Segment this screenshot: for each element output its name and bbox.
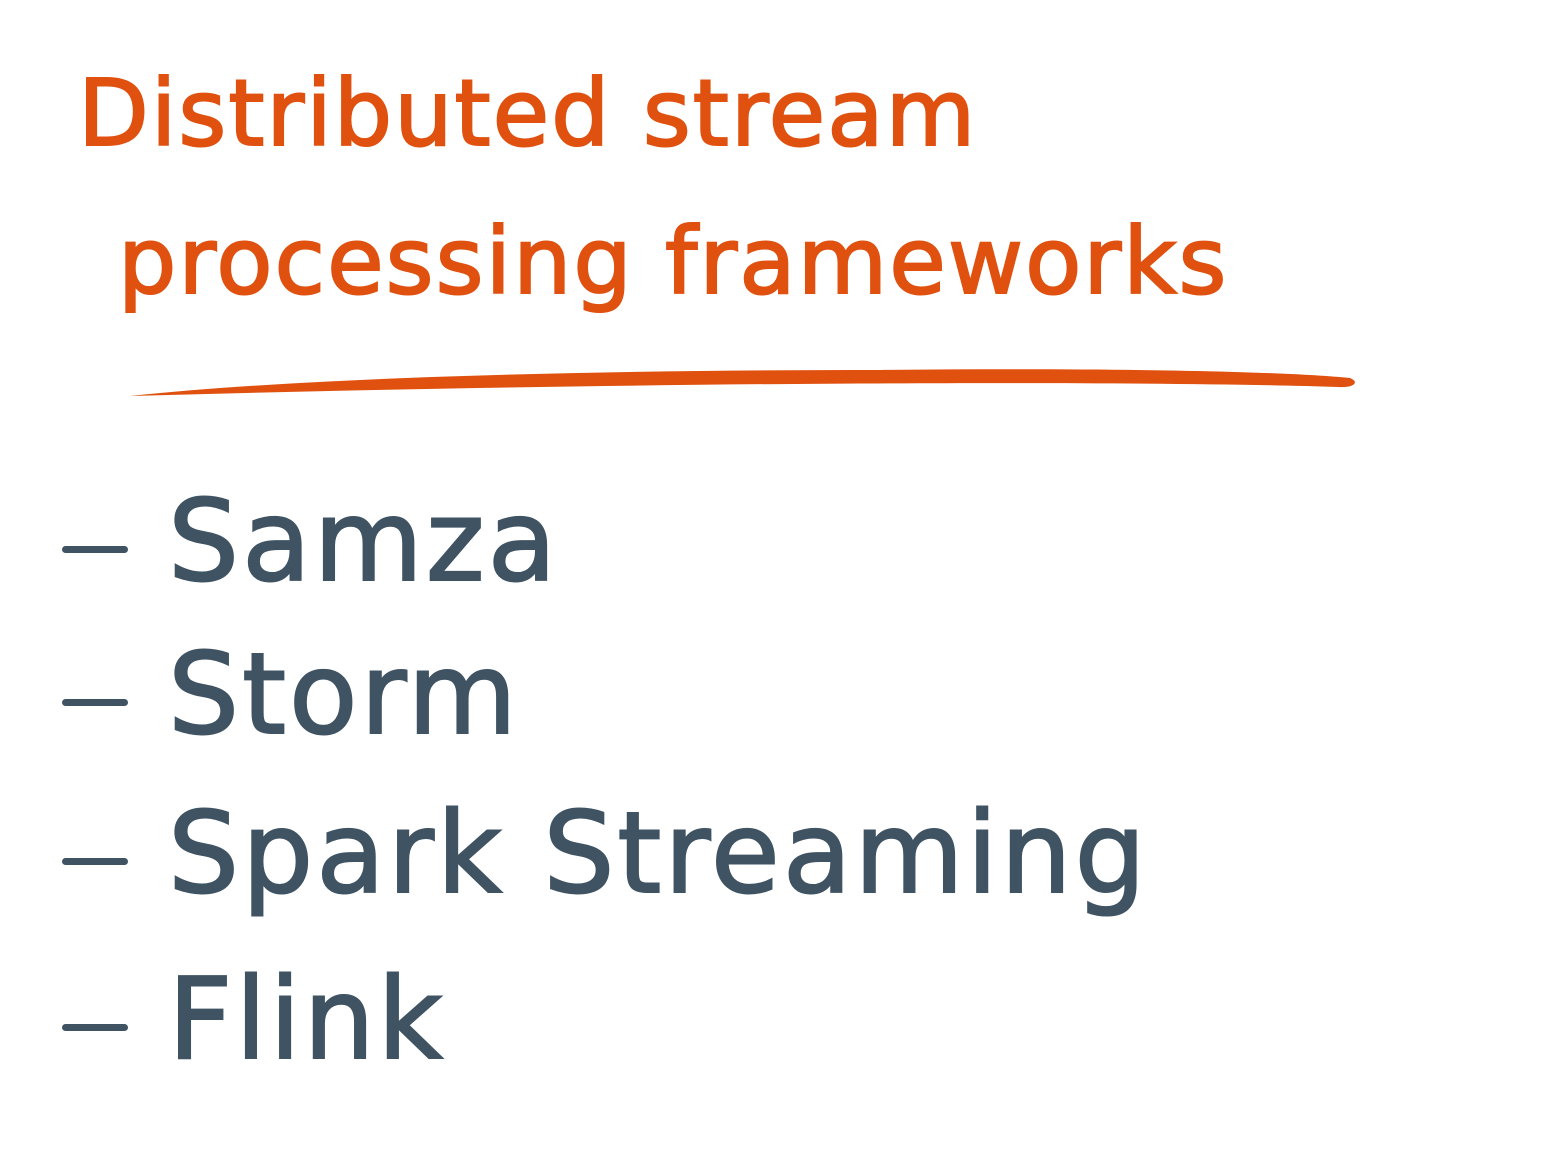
framework-list: Samza Storm Spark Streaming Flink (62, 462, 1149, 1100)
title-underline-stroke (130, 369, 1355, 396)
list-item: Spark Streaming (62, 768, 1149, 940)
framework-label: Storm (167, 630, 520, 760)
framework-label: Samza (167, 477, 560, 607)
list-dash (62, 698, 128, 706)
list-dash (62, 857, 128, 865)
title-underline (130, 369, 1355, 396)
title-line-1: Distributed stream (77, 60, 978, 167)
list-item: Samza (62, 462, 1149, 622)
framework-label: Spark Streaming (167, 789, 1149, 919)
framework-label: Flink (167, 955, 446, 1085)
list-dash (62, 1023, 128, 1031)
list-item: Flink (62, 940, 1149, 1100)
list-item: Storm (62, 622, 1149, 768)
title-line-2: processing frameworks (117, 208, 1229, 315)
list-dash (62, 545, 128, 553)
